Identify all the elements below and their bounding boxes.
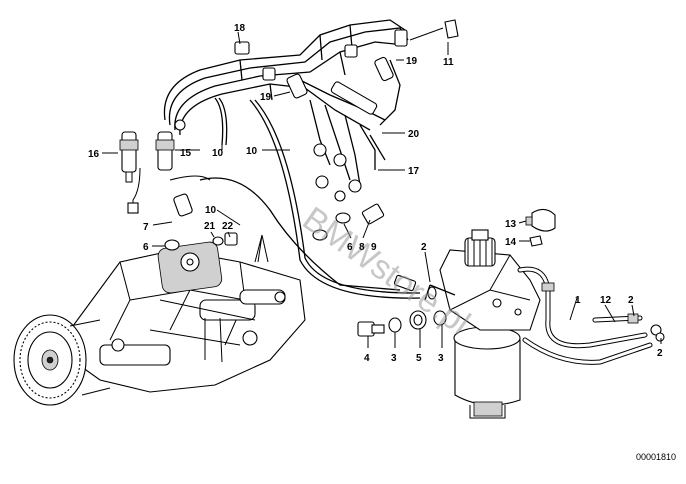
fuel-filter (424, 229, 541, 419)
injection-pump (69, 234, 306, 393)
part-label-5: 5 (416, 353, 422, 364)
part-label-10: 10 (205, 205, 217, 216)
part-label-1: 1 (575, 295, 581, 306)
part-label-8: 8 (359, 242, 365, 253)
return-line (169, 97, 421, 299)
part-label-12: 12 (600, 295, 612, 306)
part-label-16: 16 (88, 149, 100, 160)
part-label-7: 7 (143, 222, 149, 233)
part-label-6: 6 (347, 242, 353, 253)
part-label-10: 10 (212, 148, 224, 159)
part-number-labels: 18 11 19 19 20 17 16 15 10 10 10 7 6 21 … (88, 23, 663, 364)
fittings (164, 193, 556, 337)
diagram-reference-number: 00001810 (636, 452, 676, 462)
part-label-20: 20 (408, 129, 420, 140)
part-label-13: 13 (505, 219, 517, 230)
part-label-18: 18 (234, 23, 246, 34)
part-label-17: 17 (408, 166, 420, 177)
part-label-3: 3 (391, 353, 397, 364)
part-label-19: 19 (260, 92, 272, 103)
leader-lines (102, 31, 662, 348)
part-label-15: 15 (180, 148, 192, 159)
part-label-21: 21 (204, 221, 216, 232)
part-label-2: 2 (628, 295, 634, 306)
injection-lines (163, 19, 459, 202)
part-label-14: 14 (505, 237, 517, 248)
part-label-19: 19 (406, 56, 418, 67)
part-label-9: 9 (371, 242, 377, 253)
part-label-10: 10 (246, 146, 258, 157)
part-label-6: 6 (143, 242, 149, 253)
part-label-11: 11 (443, 57, 454, 68)
part-label-3: 3 (438, 353, 444, 364)
injectors (119, 131, 175, 214)
part-label-4: 4 (364, 353, 370, 364)
fuel-hoses (517, 266, 665, 365)
part-label-22: 22 (222, 221, 234, 232)
part-label-2: 2 (421, 242, 427, 253)
part-label-2: 2 (657, 348, 663, 359)
timing-gear (13, 314, 111, 406)
